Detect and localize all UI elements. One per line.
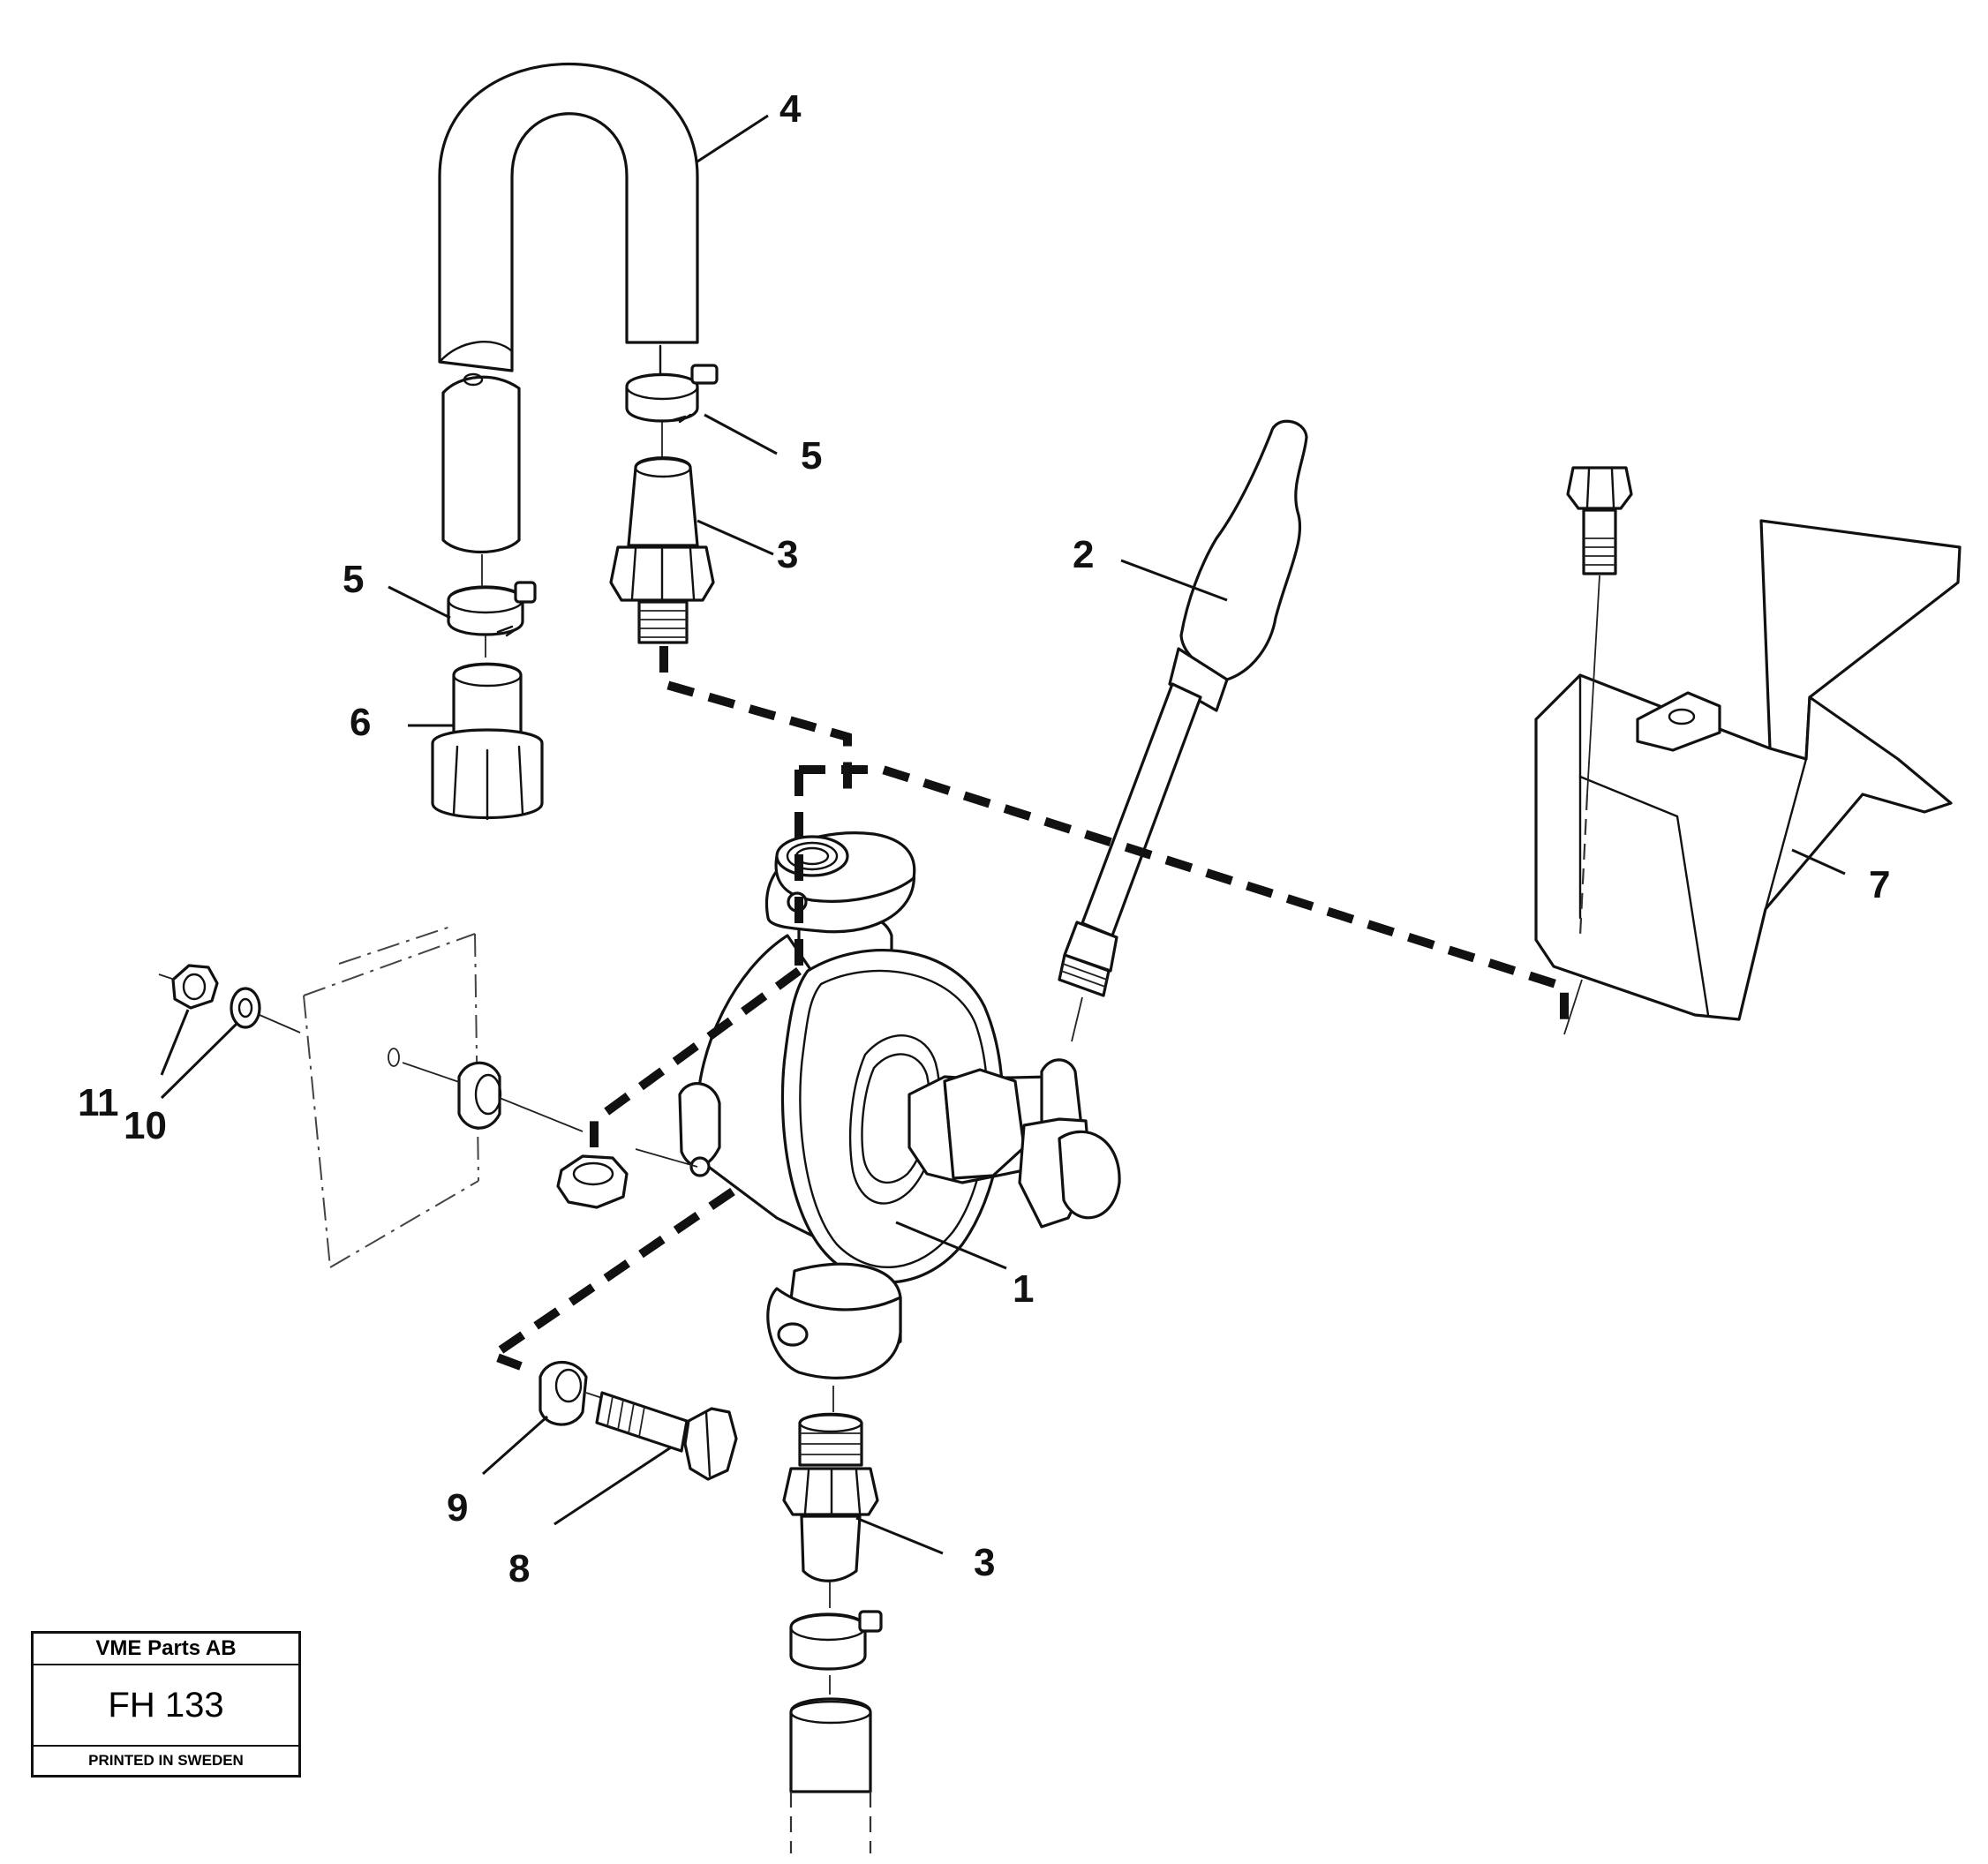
hose-clamp-lower: [789, 1610, 883, 1671]
callout-11: 11: [78, 1081, 119, 1124]
callout-8: 8: [508, 1547, 530, 1590]
drawing-code: FH 133: [34, 1665, 298, 1747]
assembly-lines: [483, 646, 1569, 1371]
hose-nipple-part-3-upper: [609, 456, 715, 644]
bracket-bolt: [1566, 466, 1633, 575]
callout-1: 1: [1013, 1267, 1034, 1311]
hose-clamp-part-5-upper: [625, 364, 719, 424]
washer-part-9: [538, 1361, 588, 1426]
callout-10: 10: [124, 1104, 167, 1147]
bracket-part-7: [1534, 519, 1962, 1021]
callout-leaders: [160, 114, 1846, 1555]
callout-3-upper: 3: [777, 533, 798, 576]
callout-9: 9: [447, 1486, 468, 1530]
lock-nut: [556, 1154, 629, 1209]
callout-2: 2: [1073, 533, 1094, 576]
hose-nipple-part-3-lower: [782, 1412, 879, 1582]
callout-labels: 1 2 3 3 4 5 5 6 7 8 9 10 11: [78, 87, 1890, 1590]
company-name: VME Parts AB: [34, 1634, 298, 1665]
nut-part-11: [171, 964, 219, 1010]
pump-handle-part-2: [1058, 419, 1308, 997]
mounting-plate: [303, 926, 479, 1268]
callout-7: 7: [1869, 863, 1890, 906]
callout-5-left: 5: [343, 558, 364, 601]
callout-5-upper: 5: [801, 434, 822, 477]
title-block: VME Parts AB FH 133 PRINTED IN SWEDEN: [31, 1631, 301, 1778]
callout-3-lower: 3: [974, 1541, 995, 1584]
hose-part-4: [438, 62, 699, 553]
bolt-part-8: [595, 1391, 738, 1481]
callout-6: 6: [350, 701, 371, 744]
hose-clamp-part-5-left: [447, 581, 537, 637]
callout-4: 4: [779, 87, 802, 131]
printed-note: PRINTED IN SWEDEN: [88, 1752, 244, 1769]
union-nut-part-6: [431, 662, 544, 821]
spacer-sleeve: [457, 1061, 502, 1130]
washer-part-10: [230, 987, 261, 1029]
hand-pump-part-1: [678, 831, 1121, 1379]
hose-lower: [789, 1697, 872, 1853]
